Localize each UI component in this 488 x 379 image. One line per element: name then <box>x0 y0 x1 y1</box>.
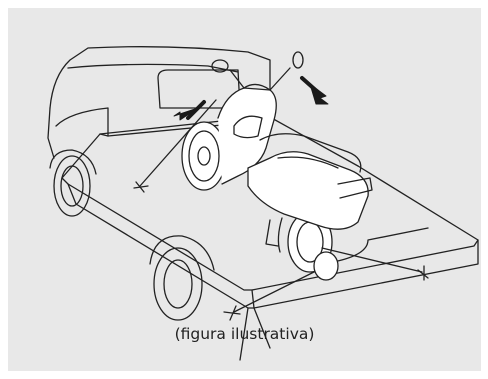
truck-scooter-illustration <box>8 8 481 371</box>
figure-caption: (figura ilustrativa) <box>8 325 481 343</box>
scooter <box>182 52 372 272</box>
truck-bed <box>62 116 478 360</box>
figure-panel: (figura ilustrativa) <box>8 8 481 371</box>
